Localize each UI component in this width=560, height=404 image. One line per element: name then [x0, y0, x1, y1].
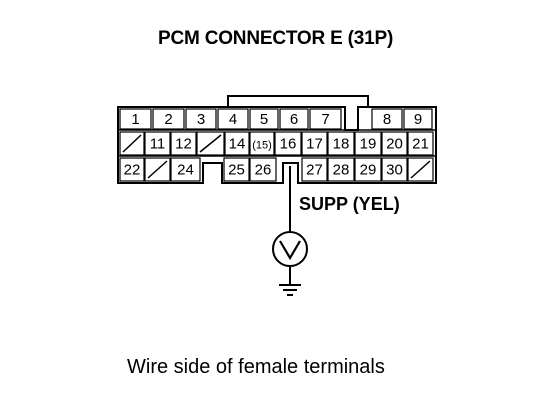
terminal-cell-row2-10 [381, 131, 408, 156]
connector-title: PCM CONNECTOR E (31P) [158, 28, 394, 49]
terminal-number: 9 [414, 111, 422, 128]
terminal-number: 28 [333, 162, 350, 179]
terminal-cell-row1-3 [217, 108, 249, 130]
terminal-number: 18 [333, 136, 350, 153]
terminal-number: 17 [306, 136, 323, 153]
terminal-cell-row2-8 [327, 131, 355, 156]
terminal-cell-row2-7 [301, 131, 328, 156]
terminal-cell-row1-6 [309, 108, 342, 130]
terminal-number: 7 [321, 111, 329, 128]
ground-icon [279, 266, 301, 296]
terminal-cell-row2-3 [196, 131, 225, 156]
terminal-number: 22 [124, 162, 141, 179]
unused-terminal-mark [147, 160, 168, 179]
terminal-number: 3 [197, 111, 205, 128]
terminal-cell-row1-4 [249, 108, 279, 130]
terminal-number: 25 [228, 162, 245, 179]
terminal-cell-row3-9 [354, 157, 382, 182]
terminal-number: 12 [175, 136, 192, 153]
terminal-number: 21 [412, 136, 429, 153]
terminal-number: 2 [164, 111, 172, 128]
terminal-number: 30 [386, 162, 403, 179]
terminal-number: 19 [360, 136, 377, 153]
terminal-cell-row1-8 [371, 108, 403, 130]
terminal-cell-row3-4 [223, 157, 250, 182]
terminal-number: 14 [229, 136, 246, 153]
terminal-cell-row3-8 [327, 157, 355, 182]
terminal-cell-row2-0 [119, 131, 145, 156]
terminal-cell-row3-0 [119, 157, 145, 182]
terminal-number: 24 [177, 162, 194, 179]
terminal-cell-row2-11 [407, 131, 434, 156]
terminal-cell-row2-9 [354, 131, 382, 156]
terminal-number: 4 [229, 111, 237, 128]
terminal-cell-row2-6 [274, 131, 302, 156]
terminal-number: 5 [260, 111, 268, 128]
terminal-cell-row2-5 [249, 131, 275, 156]
connector-lock-tab [227, 95, 369, 107]
voltmeter-icon [272, 231, 308, 267]
terminal-cell-row3-11 [407, 157, 434, 182]
terminal-cell-row2-4 [224, 131, 250, 156]
terminal-cell-row3-10 [381, 157, 408, 182]
terminal-cell-row1-5 [279, 108, 309, 130]
terminal-number: 29 [360, 162, 377, 179]
terminal-cell-row1-9 [403, 108, 433, 130]
wire-label: SUPP (YEL) [299, 194, 400, 214]
unused-terminal-mark [410, 160, 431, 179]
terminal-number: 1 [131, 111, 139, 128]
terminal-number: 6 [290, 111, 298, 128]
terminal-number: (15) [252, 140, 272, 152]
terminal-number: 26 [255, 162, 272, 179]
terminal-number: 11 [150, 136, 166, 153]
unused-terminal-mark [122, 134, 142, 153]
view-caption: Wire side of female terminals [127, 356, 385, 378]
terminal-number: 16 [280, 136, 297, 153]
unused-terminal-mark [199, 134, 222, 153]
terminal-cell-row3-5 [249, 157, 277, 182]
terminal-cell-row3-2 [170, 157, 201, 182]
terminal-number: 27 [306, 162, 323, 179]
terminal-cell-row3-7 [301, 157, 328, 182]
terminal-number: 20 [386, 136, 403, 153]
terminal-cell-row1-0 [119, 108, 152, 130]
terminal-cell-row3-1 [144, 157, 171, 182]
terminal-number: 8 [383, 111, 391, 128]
terminal-cell-row2-1 [144, 131, 171, 156]
terminal-cell-row1-1 [152, 108, 185, 130]
terminal-cell-row2-2 [170, 131, 197, 156]
terminal-cell-row1-2 [185, 108, 217, 130]
